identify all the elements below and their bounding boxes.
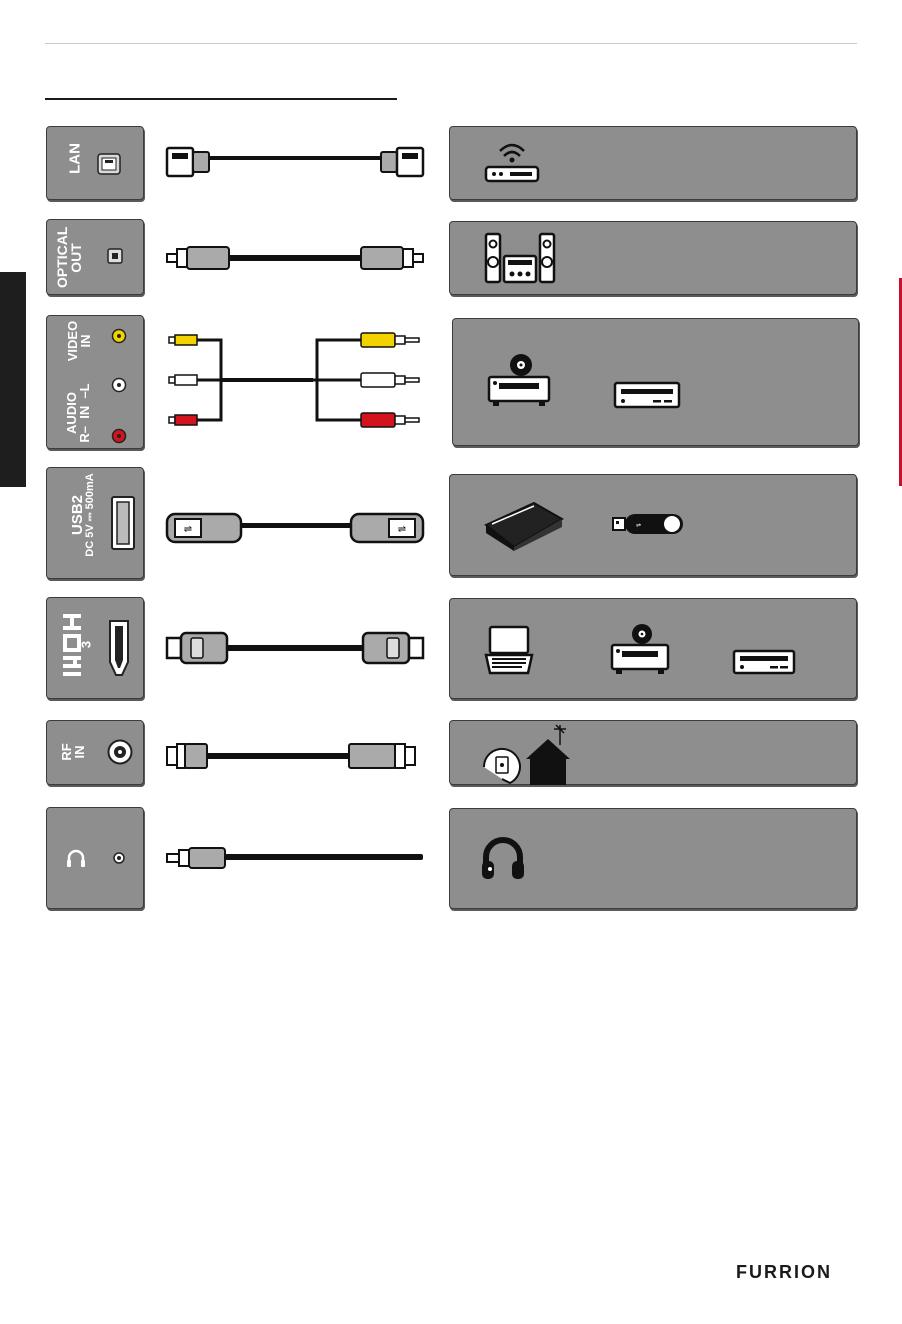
rca-cable-icon bbox=[165, 330, 425, 435]
audio-system-device-panel bbox=[449, 221, 857, 295]
svg-text:⇌: ⇌ bbox=[398, 524, 406, 535]
headphone-port-panel bbox=[46, 807, 144, 909]
dvd-player-icon bbox=[610, 623, 670, 677]
optical-port-icon bbox=[107, 248, 123, 264]
hdmi-port-panel: 3 bbox=[46, 597, 144, 699]
lan-port-label: LAN bbox=[68, 129, 83, 189]
svg-text:⇌: ⇌ bbox=[636, 522, 641, 529]
audio-in-label: AUDIO R– IN –L bbox=[65, 358, 91, 468]
video-source-device-panel bbox=[452, 318, 859, 446]
hdmi-port-number: 3 bbox=[80, 630, 93, 660]
antenna-house-icon bbox=[482, 723, 576, 785]
antenna-device-panel bbox=[449, 720, 857, 785]
optical-cable-icon bbox=[165, 244, 425, 272]
section-underline bbox=[45, 98, 397, 100]
router-icon bbox=[484, 141, 540, 185]
headphones-device-panel bbox=[449, 808, 857, 909]
headphone-cable-icon bbox=[165, 846, 425, 870]
usb-storage-device-panel: ⇌ bbox=[449, 474, 857, 576]
dvd-player-icon bbox=[485, 353, 549, 409]
laptop-icon bbox=[484, 625, 534, 675]
svg-text:⇌: ⇌ bbox=[184, 524, 192, 535]
usb-cable-icon: ⇌ ⇌ bbox=[165, 510, 425, 546]
audio-r-label: R– bbox=[77, 426, 92, 443]
lan-port-panel: LAN bbox=[46, 126, 144, 200]
hdmi-port-icon bbox=[107, 620, 131, 676]
ethernet-port-icon bbox=[97, 153, 121, 175]
coax-cable-icon bbox=[165, 740, 425, 772]
header-rule bbox=[45, 43, 857, 44]
hdmi-source-device-panel bbox=[449, 598, 857, 699]
set-top-box-icon bbox=[613, 381, 681, 409]
side-tab bbox=[0, 272, 26, 487]
headphone-icon bbox=[65, 848, 87, 870]
set-top-box-icon bbox=[732, 649, 796, 675]
lan-cable-icon bbox=[165, 140, 425, 184]
usb-flash-drive-icon: ⇌ bbox=[612, 513, 684, 535]
rca-jacks-icon bbox=[111, 328, 127, 444]
furrion-logo: FURRION bbox=[736, 1262, 832, 1283]
hdmi-cable-icon bbox=[165, 628, 425, 668]
external-hard-drive-icon bbox=[482, 499, 564, 553]
audio-l-label: –L bbox=[77, 383, 92, 398]
headphone-jack-icon bbox=[113, 852, 125, 864]
headphones-icon bbox=[480, 835, 526, 883]
router-device-panel bbox=[449, 126, 857, 200]
usb-port-icon bbox=[111, 496, 135, 550]
stereo-system-icon bbox=[484, 232, 556, 284]
coax-port-icon bbox=[107, 739, 133, 765]
